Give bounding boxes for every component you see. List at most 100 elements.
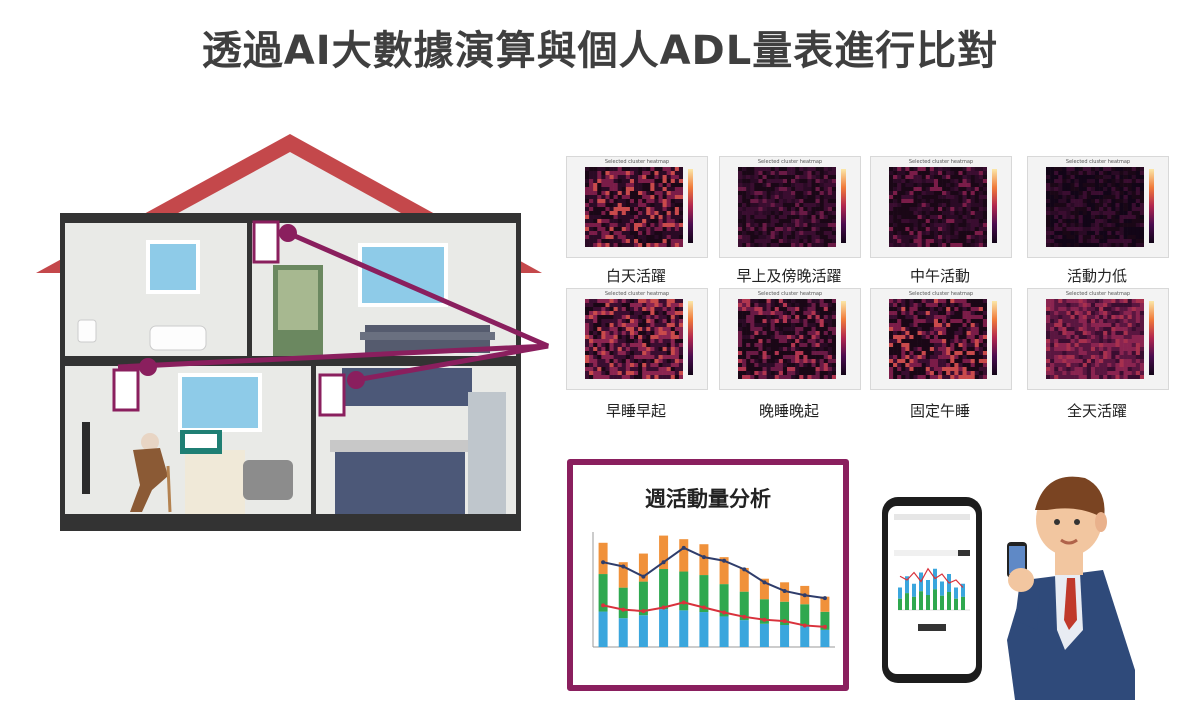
heatmap-plot bbox=[1046, 167, 1144, 247]
heatmap-cell bbox=[593, 319, 598, 324]
heatmap-cell bbox=[954, 375, 959, 379]
heatmap-cell bbox=[589, 335, 594, 340]
heatmap-cell bbox=[770, 175, 776, 180]
heatmap-cell bbox=[889, 243, 894, 247]
heatmap-cell bbox=[795, 311, 800, 316]
heatmap-cell bbox=[1086, 367, 1092, 372]
heatmap-cell bbox=[597, 355, 602, 360]
heatmap-cell bbox=[1078, 175, 1084, 180]
heatmap-cell bbox=[754, 219, 759, 224]
heatmap-cell bbox=[617, 215, 623, 220]
heatmap-cell bbox=[770, 239, 776, 244]
smart-home-illustration bbox=[36, 134, 542, 531]
heatmap-cell bbox=[585, 339, 590, 344]
heatmap-cell bbox=[974, 215, 980, 220]
heatmap-cell bbox=[1082, 231, 1088, 236]
heatmap-cell bbox=[1074, 203, 1079, 208]
heatmap-cell bbox=[1123, 235, 1128, 240]
heatmap-cell bbox=[609, 199, 614, 204]
heatmap-cell bbox=[625, 215, 631, 220]
heatmap-cell bbox=[634, 175, 639, 180]
heatmap-cell bbox=[670, 171, 676, 176]
heatmap-cell bbox=[831, 371, 836, 376]
heatmap-cell bbox=[629, 211, 635, 216]
heatmap-cell bbox=[750, 335, 755, 340]
heatmap-cell bbox=[601, 235, 606, 240]
heatmap-cell bbox=[978, 239, 984, 244]
heatmap-cell bbox=[613, 299, 618, 304]
heatmap-cell bbox=[1086, 195, 1092, 200]
heatmap-cell bbox=[1070, 203, 1075, 208]
heatmap-cell bbox=[770, 179, 776, 184]
heatmap-cell bbox=[766, 303, 771, 308]
heatmap-cell bbox=[650, 347, 655, 352]
heatmap-cell bbox=[1107, 367, 1112, 372]
heatmap-cell bbox=[1139, 179, 1144, 184]
heatmap-cell bbox=[1066, 367, 1071, 372]
heatmap-cell bbox=[770, 311, 776, 316]
heatmap-cell bbox=[750, 235, 755, 240]
heatmap-cell bbox=[634, 355, 639, 360]
heatmap-cell bbox=[917, 203, 922, 208]
heatmap-cell bbox=[662, 355, 667, 360]
heatmap-cell bbox=[1074, 187, 1079, 192]
bar-segment bbox=[679, 571, 689, 611]
heatmap-cell bbox=[650, 207, 655, 212]
heatmap-cell bbox=[758, 351, 763, 356]
heatmap-cell bbox=[666, 339, 672, 344]
heatmap-cell bbox=[613, 307, 618, 312]
heatmap-cell bbox=[889, 187, 894, 192]
heatmap-cell bbox=[807, 323, 812, 328]
heatmap-cell bbox=[827, 195, 833, 200]
heatmap-cell bbox=[678, 235, 683, 240]
heatmap-cell bbox=[795, 355, 800, 360]
heatmap-cell bbox=[642, 187, 647, 192]
heatmap-cell bbox=[617, 219, 623, 224]
heatmap-cell bbox=[978, 219, 984, 224]
heatmap-cell bbox=[1103, 175, 1108, 180]
heatmap-cell bbox=[889, 347, 894, 352]
heatmap-cell bbox=[750, 327, 755, 332]
heatmap-cell bbox=[1058, 363, 1063, 368]
heatmap-cell bbox=[978, 171, 984, 176]
heatmap-cell bbox=[625, 339, 631, 344]
heatmap-cell bbox=[1074, 199, 1079, 204]
heatmap-cell bbox=[646, 331, 651, 336]
heatmap-cell bbox=[782, 367, 788, 372]
heatmap-cell bbox=[609, 307, 614, 312]
phone-bar bbox=[912, 596, 916, 610]
heatmap-cell bbox=[938, 307, 943, 312]
heatmap-cell bbox=[1115, 359, 1120, 364]
heatmap-cell bbox=[799, 331, 804, 336]
heatmap-cell bbox=[774, 311, 780, 316]
heatmap-cell bbox=[754, 211, 759, 216]
heatmap-cell bbox=[893, 207, 898, 212]
heatmap-cell bbox=[762, 207, 767, 212]
heatmap-cell bbox=[670, 307, 676, 312]
heatmap-cell bbox=[766, 339, 771, 344]
heatmap-cell bbox=[750, 231, 755, 236]
heatmap-cell bbox=[942, 327, 947, 332]
heatmap-cell bbox=[962, 303, 967, 308]
heatmap-cell bbox=[1070, 351, 1075, 356]
heatmap-cell bbox=[982, 331, 987, 336]
heatmap-cell bbox=[982, 327, 987, 332]
heatmap-cell bbox=[1050, 223, 1055, 228]
heatmap-cell bbox=[1131, 311, 1137, 316]
bar-segment bbox=[598, 542, 608, 575]
heatmap-cell bbox=[670, 195, 676, 200]
heatmap-cell bbox=[662, 347, 667, 352]
heatmap-cell bbox=[1115, 371, 1120, 376]
heatmap-cell bbox=[750, 323, 755, 328]
heatmap-cell bbox=[958, 211, 963, 216]
phone-date-range bbox=[894, 550, 970, 556]
heatmap-cell bbox=[925, 231, 931, 236]
heatmap-cell bbox=[638, 299, 643, 304]
heatmap-cell bbox=[1082, 171, 1088, 176]
bar-segment bbox=[598, 574, 608, 612]
heatmap-cell bbox=[803, 191, 808, 196]
heatmap-cell bbox=[921, 371, 927, 376]
series-point bbox=[822, 624, 827, 629]
heatmap-cell bbox=[831, 367, 836, 372]
heatmap-cell bbox=[803, 335, 808, 340]
